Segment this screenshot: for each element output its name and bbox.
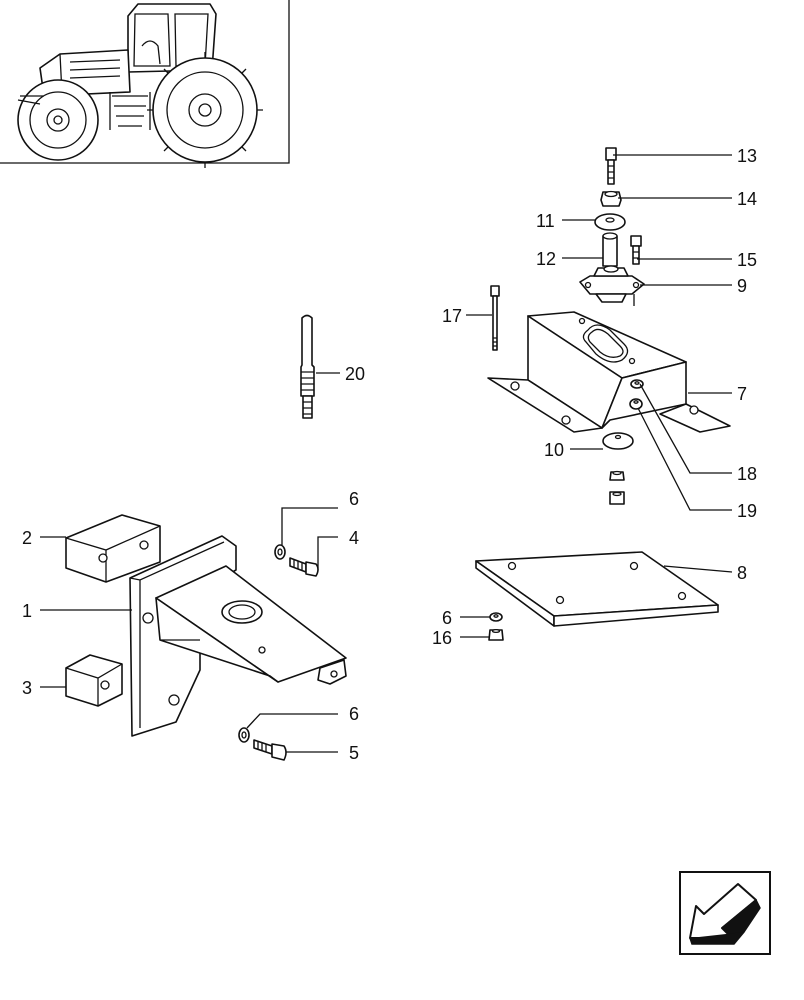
callout-5: 5 <box>349 743 359 763</box>
callout-6-top: 6 <box>349 489 359 509</box>
part-13-bolt <box>605 147 617 185</box>
callout-7: 7 <box>737 384 747 404</box>
tractor-icon <box>17 3 263 168</box>
part-10-pad <box>602 432 634 450</box>
callout-9: 9 <box>737 276 747 296</box>
part-17-bolt <box>490 285 500 351</box>
part-2-rubber-block <box>65 514 161 583</box>
callout-19: 19 <box>737 501 757 521</box>
callout-20: 20 <box>345 364 365 384</box>
part-6-washer-plate <box>489 612 503 622</box>
callout-4: 4 <box>349 528 359 548</box>
part-14-nut <box>600 190 622 207</box>
part-12-spacer <box>602 232 618 267</box>
callout-labels: 13 14 11 12 15 9 17 20 7 10 18 19 8 6 16… <box>22 146 757 763</box>
part-1-bracket <box>129 535 347 737</box>
callout-6-plate: 6 <box>442 608 452 628</box>
callout-6-bottom: 6 <box>349 704 359 724</box>
part-11-washer <box>594 213 626 231</box>
part-4-bolt <box>274 544 319 577</box>
part-8-plate <box>475 551 719 627</box>
callout-8: 8 <box>737 563 747 583</box>
part-9-mount <box>579 265 645 306</box>
callout-14: 14 <box>737 189 757 209</box>
callout-2: 2 <box>22 528 32 548</box>
callout-17: 17 <box>442 306 462 326</box>
arrow-down-left-icon <box>689 883 761 945</box>
tractor-thumbnail <box>0 0 290 168</box>
part-3-rubber-block <box>65 654 123 707</box>
part-20-stud <box>300 314 315 419</box>
callout-18: 18 <box>737 464 757 484</box>
nut-stack <box>609 470 625 505</box>
callout-15: 15 <box>737 250 757 270</box>
part-19-washer <box>629 398 643 410</box>
callout-13: 13 <box>737 146 757 166</box>
callout-11: 11 <box>536 211 555 231</box>
callout-12: 12 <box>536 249 556 269</box>
part-18-washer <box>630 379 644 389</box>
part-16-nut <box>488 628 504 641</box>
callout-1: 1 <box>22 601 32 621</box>
part-5-bolt <box>238 727 287 761</box>
part-7-support <box>487 311 731 433</box>
callout-16: 16 <box>432 628 452 648</box>
leader-lines <box>40 154 733 753</box>
part-15-bolt <box>630 235 642 265</box>
callout-3: 3 <box>22 678 32 698</box>
callout-10: 10 <box>544 440 564 460</box>
navigation-arrow-button[interactable] <box>679 871 771 955</box>
